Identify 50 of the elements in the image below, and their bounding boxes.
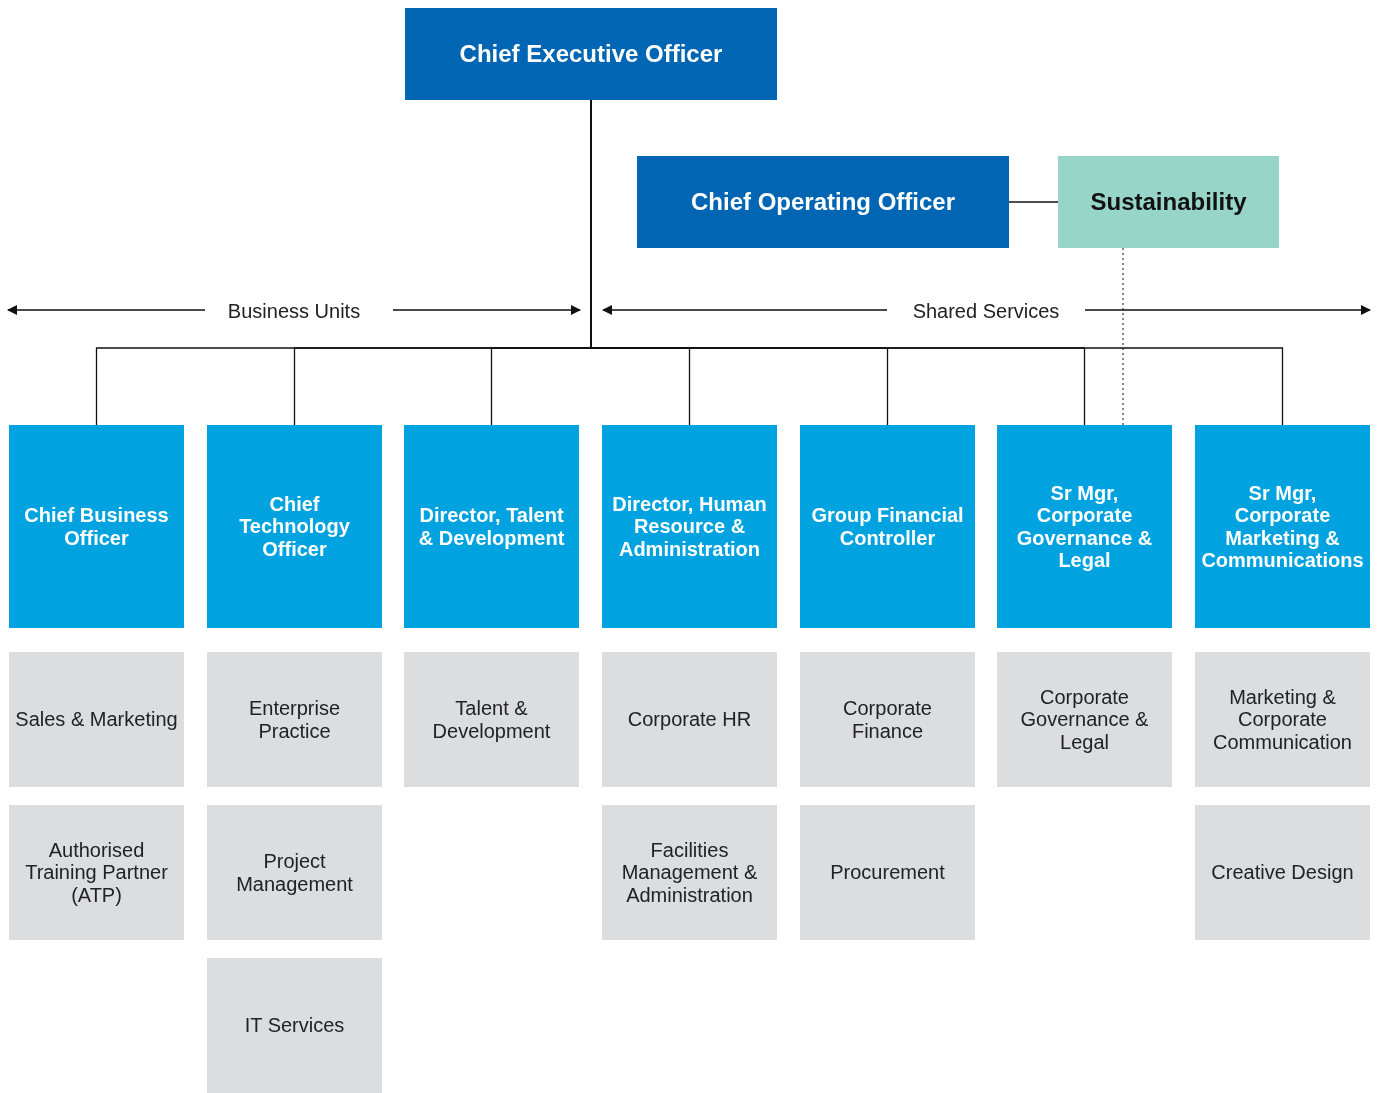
role-box <box>800 425 975 628</box>
department-box <box>207 958 382 1093</box>
department-box <box>800 805 975 940</box>
node-label: Chief Executive Officer <box>459 40 723 68</box>
role-box <box>404 425 579 628</box>
node-label: Marketing & Corporate Communication <box>1212 685 1353 754</box>
node-label: Corporate Governance & Legal <box>1019 685 1150 754</box>
department-box <box>602 652 777 787</box>
dotted-connector <box>1122 247 1124 426</box>
role-box <box>207 425 382 628</box>
node-label: Sr Mgr, Corporate Marketing & Communications <box>1201 481 1364 572</box>
department-box <box>997 652 1172 787</box>
department-box <box>207 805 382 940</box>
node-label: Chief Business Officer <box>23 504 170 549</box>
role-box <box>637 156 1009 248</box>
role-box <box>1058 156 1279 248</box>
node-label: Creative Design <box>1211 861 1354 884</box>
role-box <box>602 425 777 628</box>
node-label: Authorised Training Partner (ATP) <box>24 838 169 907</box>
role-box <box>997 425 1172 628</box>
node-label: Sr Mgr, Corporate Governance & Legal <box>1015 481 1154 572</box>
department-box <box>404 652 579 787</box>
node-label: Facilities Management & Administration <box>620 838 759 907</box>
node-label: Chief Technology Officer <box>238 492 351 561</box>
department-box <box>602 805 777 940</box>
role-box <box>1195 425 1370 628</box>
section-label: Business Units <box>227 299 361 323</box>
department-box <box>9 805 184 940</box>
department-box <box>207 652 382 787</box>
node-label: Procurement <box>830 861 945 884</box>
node-label: IT Services <box>244 1014 345 1037</box>
node-label: Talent & Development <box>431 697 552 742</box>
node-label: Corporate Finance <box>842 697 933 742</box>
node-label: Sustainability <box>1090 188 1247 216</box>
department-box <box>1195 652 1370 787</box>
node-label: Director, Human Resource & Administration <box>611 492 768 561</box>
node-label: Chief Operating Officer <box>690 188 955 216</box>
node-label: Corporate HR <box>627 708 752 731</box>
department-box <box>1195 805 1370 940</box>
role-box <box>405 8 777 100</box>
node-label: Enterprise Practice <box>247 697 342 742</box>
department-box <box>800 652 975 787</box>
connector-line <box>1008 201 1059 203</box>
node-label: Group Financial Controller <box>810 504 965 549</box>
node-label: Project Management <box>235 850 354 895</box>
section-label: Shared Services <box>912 299 1060 323</box>
role-box <box>9 425 184 628</box>
department-box <box>9 652 184 787</box>
node-label: Sales & Marketing <box>15 708 178 731</box>
node-label: Director, Talent & Development <box>417 504 566 549</box>
